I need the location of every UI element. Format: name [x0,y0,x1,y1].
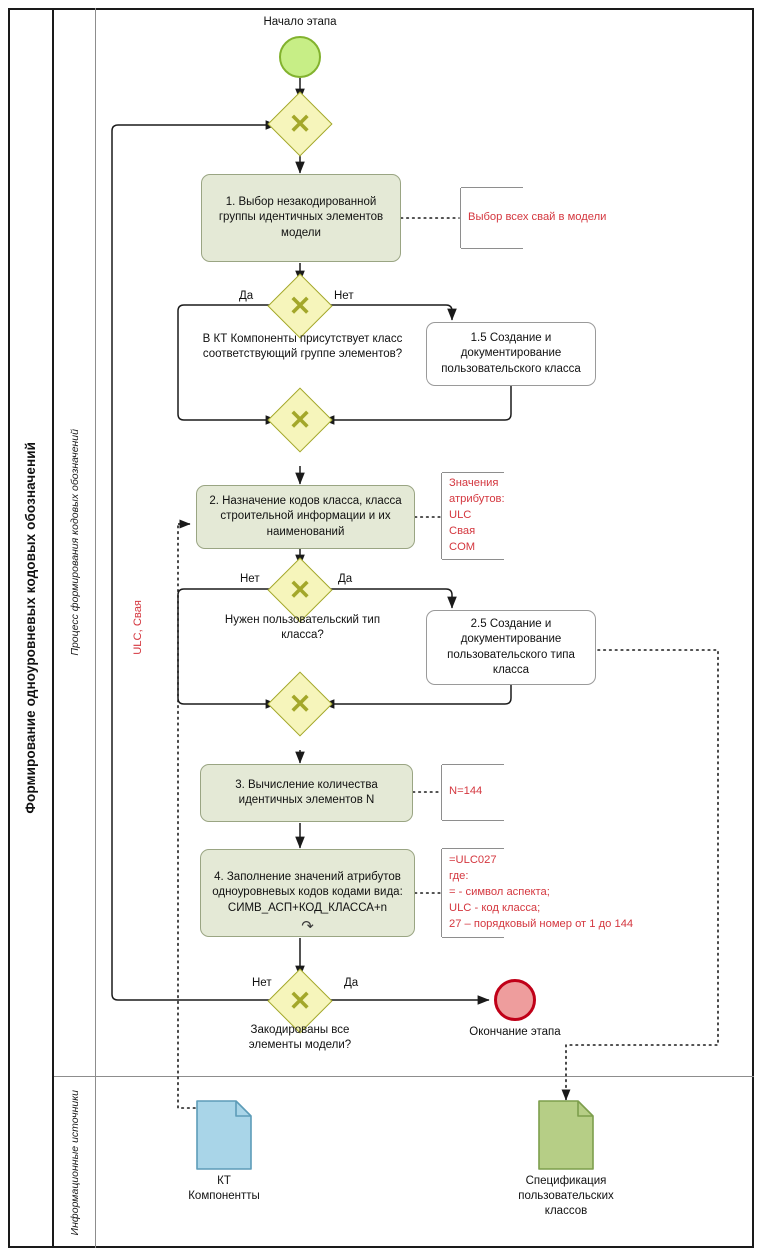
pool-title: Формирование одноуровневых кодовых обозн… [8,8,54,1248]
task-3-label: 3. Вычисление количества идентичных элем… [235,778,378,806]
end-event-label: Окончание этапа [469,1026,561,1038]
lane-sources-label: Информационные источники [68,1089,81,1236]
pool-border [8,8,754,1248]
gateway-6-symbol: ✕ [288,985,312,1016]
start-event-label: Начало этапа [263,16,337,28]
lane-process-title: Процесс формирования кодовых обозначений [54,8,96,1077]
task-4-label: 4. Заполнение значений атрибутов одноуро… [212,871,403,914]
gateway-2-caption: В КТ Компоненты присутствует класс соотв… [202,333,403,360]
task-2-5-label: 2.5 Создание и документирование пользова… [447,617,575,676]
pool-title-label: Формирование одноуровневых кодовых обозн… [22,442,38,814]
gateway-1-symbol: ✕ [288,108,312,139]
annotation-1: Выбор всех свай в модели [460,187,635,249]
gateway-2-branch-left: Да [239,290,254,302]
task-3[interactable]: 3. Вычисление количества идентичных элем… [200,764,413,822]
document-icon [196,1100,252,1170]
gateway-2-symbol: ✕ [288,290,312,321]
task-2[interactable]: 2. Назначение кодов класса, класса строи… [196,485,415,549]
document-kt-komponenty-label: КТ Компонентты [188,1175,260,1202]
gateway-5-symbol: ✕ [288,688,312,719]
gateway-4-branch-left: Нет [240,573,260,585]
gateway-6-branch-right: Да [344,977,359,989]
end-event-circle[interactable] [494,979,536,1021]
task-1-5-label: 1.5 Создание и документирование пользова… [441,332,581,375]
gateway-4-branch-right: Да [338,573,353,585]
side-label-ulc-svaya: ULC, Свая [132,600,144,655]
lane-sources-title: Информационные источники [54,1077,96,1248]
task-2-label: 2. Назначение кодов класса, класса строи… [209,495,402,538]
annotation-2: Значения атрибутов: ULC Свая COM [441,472,541,560]
loop-marker-icon: ↷ [301,918,314,935]
lane-process-label: Процесс формирования кодовых обозначений [68,429,81,656]
document-spec-classes[interactable] [538,1100,594,1170]
task-4[interactable]: 4. Заполнение значений атрибутов одноуро… [200,849,415,937]
task-1[interactable]: 1. Выбор незакодированной группы идентич… [201,174,401,262]
annotation-3: N=144 [441,764,536,821]
document-icon [538,1100,594,1170]
gateway-6-caption: Закодированы все элементы модели? [248,1024,352,1051]
gateway-4-caption: Нужен пользовательский тип класса? [224,614,381,641]
document-spec-classes-label: Спецификация пользовательских классов [518,1175,614,1217]
gateway-2-branch-right: Нет [334,290,354,302]
lane-process [54,8,754,1077]
start-event-circle[interactable] [279,36,321,78]
task-1-label: 1. Выбор незакодированной группы идентич… [218,196,384,239]
gateway-4-symbol: ✕ [288,574,312,605]
lane-sources [54,1077,754,1248]
task-2-5[interactable]: 2.5 Создание и документирование пользова… [426,610,596,685]
task-1-5[interactable]: 1.5 Создание и документирование пользова… [426,322,596,386]
gateway-3-symbol: ✕ [288,404,312,435]
annotation-4: =ULC027 где: = - символ аспекта; ULC - к… [441,848,661,938]
gateway-6-branch-left: Нет [252,977,272,989]
document-kt-komponenty[interactable] [196,1100,252,1170]
